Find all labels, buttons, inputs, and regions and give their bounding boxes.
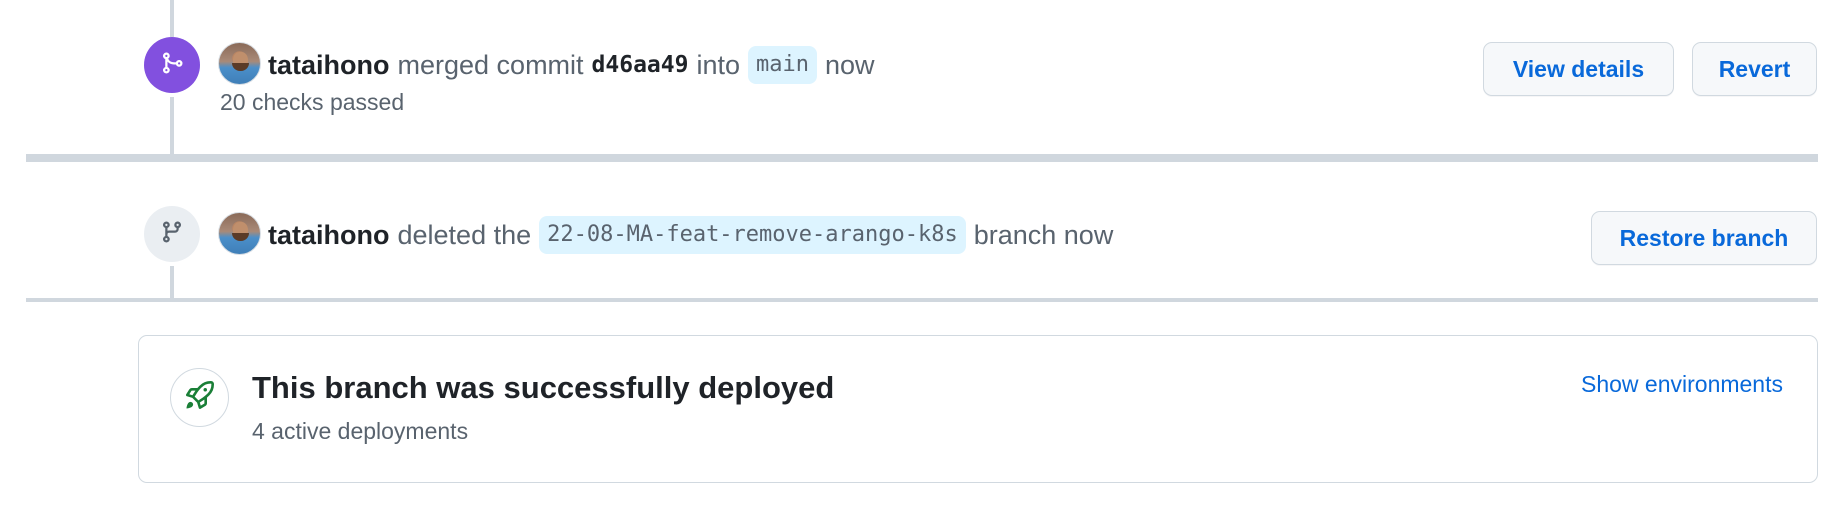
branch-deleted-summary: tataihono deleted the 22-08-MA-feat-remo…	[268, 216, 1113, 254]
author-link[interactable]: tataihono	[268, 220, 390, 250]
show-environments-link[interactable]: Show environments	[1581, 371, 1783, 397]
timeline-connector	[170, 97, 174, 154]
author-avatar[interactable]	[218, 42, 261, 85]
event-time: now	[825, 50, 875, 80]
deployment-count: 4 active deployments	[252, 418, 469, 444]
deployment-icon-circle	[170, 368, 229, 427]
merge-action-text: merged commit	[397, 50, 584, 80]
deployment-status-box: This branch was successfully deployed 4 …	[138, 335, 1818, 483]
author-link[interactable]: tataihono	[268, 50, 390, 80]
into-text: into	[696, 50, 741, 80]
deleted-branch-pill: 22-08-MA-feat-remove-arango-k8s	[539, 216, 966, 254]
commit-sha-link[interactable]: d46aa49	[591, 52, 689, 78]
merged-badge	[144, 37, 200, 93]
rocket-icon	[185, 381, 214, 414]
merge-event-summary: tataihono merged commit d46aa49 into mai…	[268, 46, 875, 84]
deployment-title: This branch was successfully deployed	[252, 370, 835, 405]
git-merge-icon	[160, 51, 184, 80]
timeline-connector	[170, 0, 174, 37]
revert-button[interactable]: Revert	[1692, 42, 1817, 96]
view-details-button[interactable]: View details	[1483, 42, 1674, 96]
branch-now-text: branch now	[973, 220, 1114, 250]
timeline-divider	[26, 154, 1818, 162]
timeline-divider	[26, 298, 1818, 302]
git-branch-icon	[160, 220, 184, 249]
target-branch-pill[interactable]: main	[748, 46, 818, 84]
checks-status-link[interactable]: 20 checks passed	[220, 89, 405, 115]
restore-branch-button[interactable]: Restore branch	[1591, 211, 1817, 265]
branch-badge	[144, 206, 200, 262]
deleted-action-text: deleted the	[397, 220, 532, 250]
timeline-connector	[170, 266, 174, 298]
author-avatar[interactable]	[218, 212, 261, 255]
